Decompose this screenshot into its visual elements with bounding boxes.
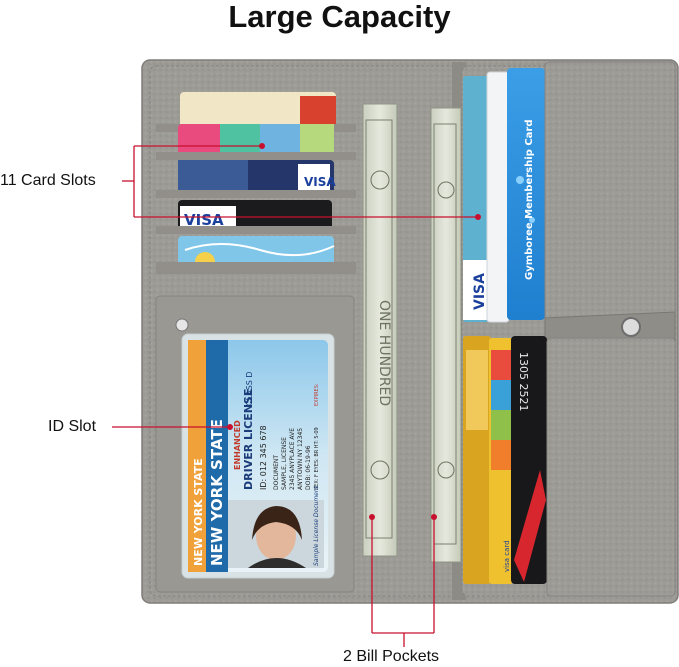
right-upper-cards: VISA Gymboree Membership Card xyxy=(463,61,676,331)
license-signature: Sample License Document xyxy=(313,485,320,566)
right-lower-pocket-front xyxy=(546,337,676,597)
license-state: NEW YORK STATE xyxy=(192,458,205,566)
svg-text:ONE HUNDRED: ONE HUNDRED xyxy=(376,300,392,406)
callout-lines xyxy=(112,145,478,647)
page-title: Large Capacity xyxy=(228,0,451,34)
license-expires: EXPIRES: xyxy=(314,383,320,406)
snap-button-right xyxy=(621,317,641,337)
drivers-license: NEW YORK STATE NEW YORK STATE ENHANCED D… xyxy=(188,340,328,572)
visa-text: VISA xyxy=(184,211,224,229)
card-number: 1305 2521 xyxy=(517,352,530,412)
callout-bill-pockets: 2 Bill Pockets xyxy=(343,648,440,665)
left-card-slots: VISA VISA xyxy=(156,92,356,274)
membership-text: Gymboree Membership Card xyxy=(524,120,535,281)
card-cream xyxy=(180,92,336,132)
license-address2: ANYTOWN NY 12345 xyxy=(297,428,304,490)
license-enhanced: ENHANCED xyxy=(233,420,242,470)
license-sex: SEX: F EYES: BR HT: 5-09 xyxy=(314,427,320,490)
license-document: DOCUMENT xyxy=(273,455,280,490)
license-class: CLASS D xyxy=(245,371,254,406)
visa-text: VISA xyxy=(472,273,488,310)
bill-pocket-left: ONE HUNDRED xyxy=(362,103,398,557)
card-gymboree xyxy=(507,68,545,320)
bill-pocket-right xyxy=(430,107,462,563)
callout-card-slots: 11 Card Slots xyxy=(0,172,96,189)
right-lower-cards: 1305 2521 visa card xyxy=(463,336,676,597)
callout-dots xyxy=(227,143,481,520)
right-upper-pocket-front xyxy=(544,61,676,331)
license-name: SAMPLE, LICENSE xyxy=(281,437,288,490)
visa-card-text: visa card xyxy=(503,540,511,572)
license-address1: 2345 ANYPLACE AVE xyxy=(289,428,296,490)
id-slot: NEW YORK STATE NEW YORK STATE ENHANCED D… xyxy=(155,295,355,593)
license-state-large: NEW YORK STATE xyxy=(208,419,226,566)
visa-text: VISA xyxy=(304,175,336,189)
license-dob: DOB: 06-19-96 xyxy=(305,445,312,490)
card-white xyxy=(486,71,510,323)
callout-id-slot: ID Slot xyxy=(48,418,97,435)
snap-button-left xyxy=(175,318,189,332)
license-title: DRIVER LICENSE xyxy=(242,389,255,490)
license-id: ID: 012 345 678 xyxy=(259,425,268,490)
